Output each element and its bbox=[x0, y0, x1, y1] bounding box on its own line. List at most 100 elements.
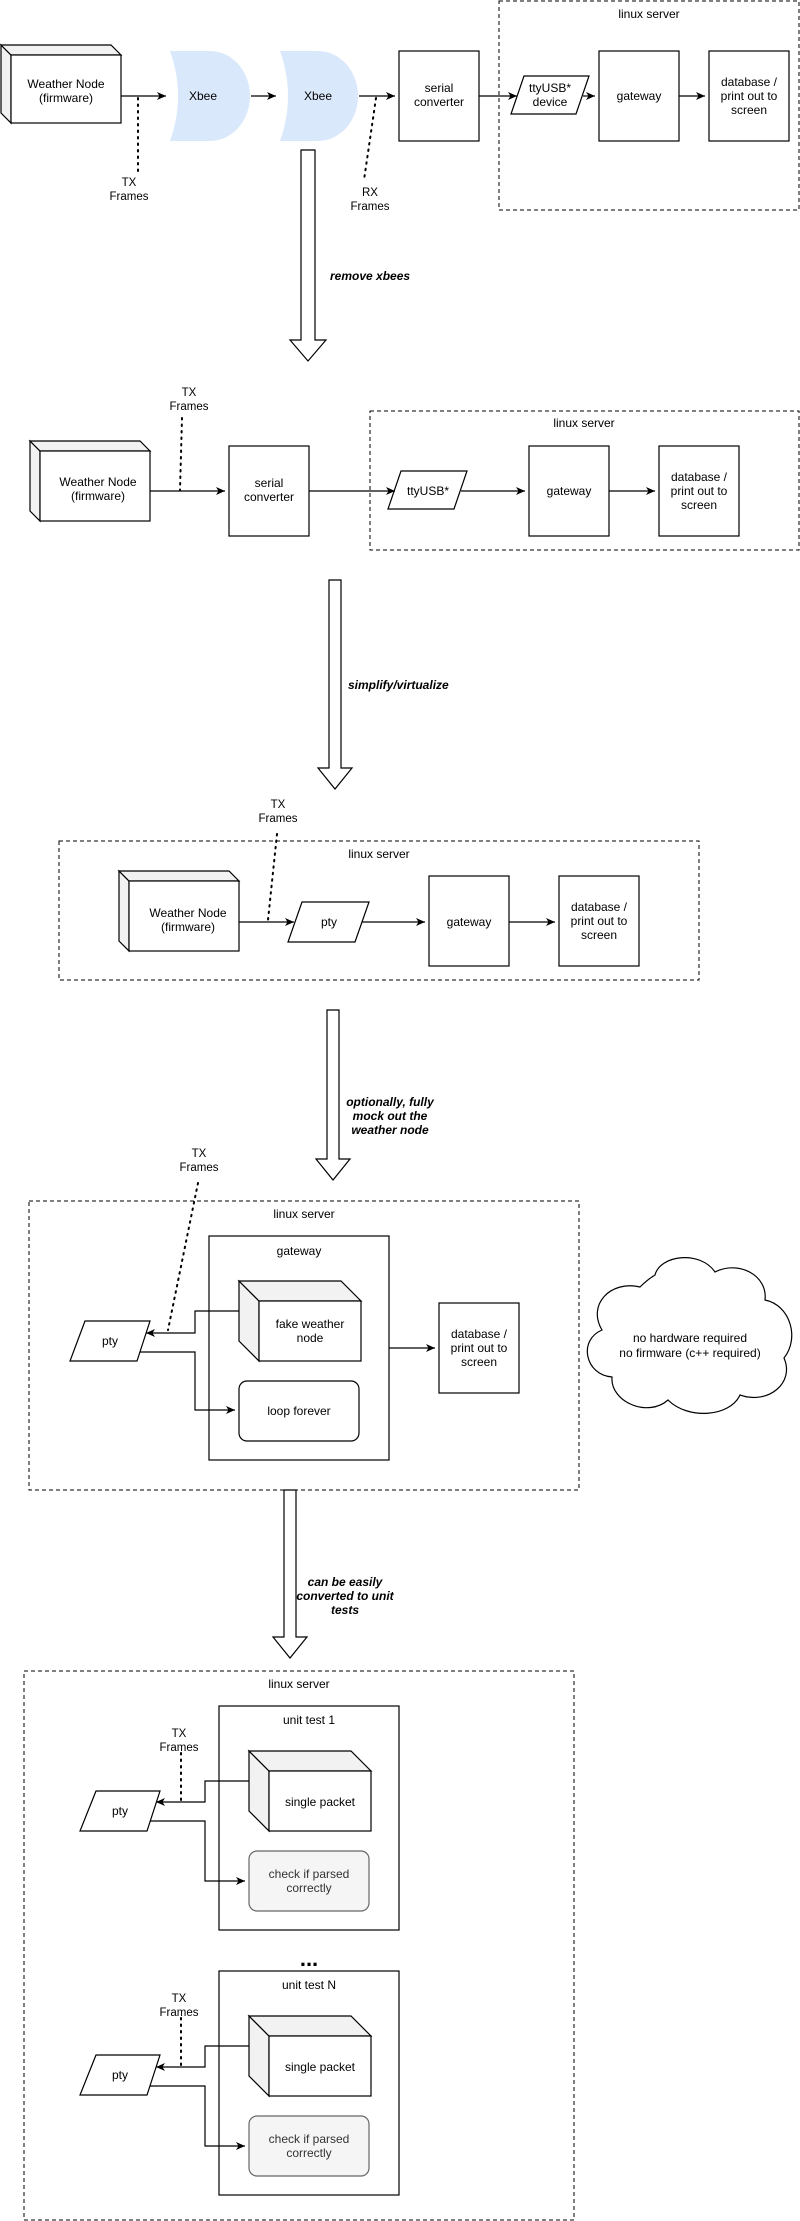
svg-text:Frames: Frames bbox=[170, 401, 209, 413]
stage-5: linux server unit test 1 single packet c… bbox=[23, 1670, 575, 2221]
svg-text:Weather Node: Weather Node bbox=[27, 77, 104, 91]
ttyusb-device: ttyUSB* bbox=[387, 470, 468, 510]
transition-2-label: simplify/virtualize bbox=[348, 678, 449, 692]
edge-pty-to-check-n bbox=[150, 2085, 245, 2150]
unit-test-n-label: unit test N bbox=[282, 1978, 336, 1992]
svg-text:screen: screen bbox=[681, 498, 717, 512]
database-box: database / print out to screen bbox=[558, 875, 640, 967]
edge-fake-to-pty bbox=[146, 1310, 239, 1337]
database-box: database / print out to screen bbox=[438, 1302, 520, 1394]
tx-dotted-leader bbox=[267, 833, 278, 921]
xbee-2: Xbee bbox=[280, 51, 358, 141]
tx-frames-label-n: TX bbox=[172, 1993, 187, 2005]
svg-text:Frames: Frames bbox=[160, 1742, 199, 1754]
svg-text:Xbee: Xbee bbox=[189, 89, 217, 103]
tx-dotted-leader bbox=[179, 417, 183, 491]
svg-text:Frames: Frames bbox=[259, 813, 298, 825]
rx-dotted-leader bbox=[363, 97, 377, 181]
gateway-box: gateway bbox=[428, 875, 510, 967]
linux-server-container bbox=[498, 0, 800, 211]
svg-text:gateway: gateway bbox=[547, 484, 592, 498]
svg-text:database /: database / bbox=[671, 470, 728, 484]
check-parsed-box: check if parsed correctly bbox=[248, 1850, 370, 1912]
svg-text:check if parsed: check if parsed bbox=[269, 1867, 350, 1881]
svg-text:print out to: print out to bbox=[451, 1341, 508, 1355]
rx-frames-label: RX bbox=[362, 187, 378, 199]
linux-server-label: linux server bbox=[618, 7, 679, 21]
transition-1-arrow: remove xbees bbox=[288, 149, 410, 362]
tx-frames-label: TX bbox=[192, 1148, 207, 1160]
svg-text:serial: serial bbox=[255, 476, 284, 490]
cloud-note: no hardware required no firmware (c++ re… bbox=[586, 1257, 793, 1414]
tx-frames-label: TX bbox=[271, 799, 286, 811]
single-packet-cube: single packet bbox=[247, 2014, 373, 2098]
database-box: database / print out to screen bbox=[658, 445, 740, 537]
tx-frames-label-1: TX bbox=[172, 1728, 187, 1740]
gateway-label: gateway bbox=[277, 1244, 322, 1258]
ellipsis: ... bbox=[300, 1946, 318, 1971]
svg-text:loop forever: loop forever bbox=[267, 1404, 330, 1418]
edge-pty-to-loop bbox=[140, 1351, 235, 1414]
svg-text:correctly: correctly bbox=[286, 2146, 331, 2160]
serial-converter-box: serial converter bbox=[228, 445, 310, 537]
tx-frames-label: TX bbox=[182, 387, 197, 399]
svg-text:converter: converter bbox=[414, 95, 464, 109]
svg-text:correctly: correctly bbox=[286, 1881, 331, 1895]
svg-text:pty: pty bbox=[112, 1804, 128, 1818]
svg-text:check if parsed: check if parsed bbox=[269, 2132, 350, 2146]
linux-server-label: linux server bbox=[268, 1677, 329, 1691]
svg-text:fake weather: fake weather bbox=[276, 1317, 345, 1331]
svg-text:gateway: gateway bbox=[447, 915, 492, 929]
gateway-box: gateway bbox=[528, 445, 610, 537]
transition-3-arrow: optionally, fully mock out the weather n… bbox=[314, 1009, 435, 1181]
database-box: database / print out to screen bbox=[708, 50, 790, 142]
transition-4-label: can be easily bbox=[308, 1575, 384, 1589]
svg-text:database /: database / bbox=[571, 900, 628, 914]
svg-text:print out to: print out to bbox=[721, 89, 778, 103]
svg-text:ttyUSB*: ttyUSB* bbox=[529, 81, 571, 95]
unit-test-1-label: unit test 1 bbox=[283, 1713, 335, 1727]
transition-4-arrow: can be easily converted to unit tests bbox=[271, 1489, 395, 1659]
svg-text:pty: pty bbox=[321, 915, 337, 929]
svg-text:converter: converter bbox=[244, 490, 294, 504]
svg-text:device: device bbox=[533, 95, 568, 109]
stage-2: linux server Weather Node (firmware) ser… bbox=[28, 387, 800, 551]
svg-text:screen: screen bbox=[461, 1355, 497, 1369]
svg-text:screen: screen bbox=[581, 928, 617, 942]
edge-packet-to-pty-1 bbox=[156, 1780, 249, 1806]
svg-text:ttyUSB*: ttyUSB* bbox=[407, 484, 449, 498]
svg-text:(firmware): (firmware) bbox=[161, 920, 215, 934]
unit-test-n: unit test N single packet check if parse… bbox=[218, 1970, 400, 2196]
svg-text:Frames: Frames bbox=[110, 191, 149, 203]
svg-text:pty: pty bbox=[112, 2068, 128, 2082]
stage-3: linux server Weather Node (firmware) pty… bbox=[58, 799, 700, 981]
svg-text:Frames: Frames bbox=[160, 2007, 199, 2019]
svg-text:serial: serial bbox=[425, 81, 454, 95]
linux-server-container bbox=[28, 1200, 580, 1491]
svg-text:Frames: Frames bbox=[351, 201, 390, 213]
svg-text:gateway: gateway bbox=[617, 89, 662, 103]
transition-2-arrow: simplify/virtualize bbox=[316, 579, 449, 790]
check-parsed-box: check if parsed correctly bbox=[248, 2115, 370, 2177]
svg-text:weather node: weather node bbox=[351, 1123, 429, 1137]
svg-text:node: node bbox=[297, 1331, 324, 1345]
xbee-1: Xbee bbox=[170, 51, 250, 141]
tx-frames-label: TX bbox=[122, 177, 137, 189]
linux-server-label: linux server bbox=[273, 1207, 334, 1221]
svg-text:Weather Node: Weather Node bbox=[149, 906, 226, 920]
linux-server-container bbox=[23, 1670, 575, 2221]
stage-1: linux server Weather Node (firmware) Xbe… bbox=[0, 0, 800, 213]
loop-forever-box: loop forever bbox=[238, 1380, 360, 1442]
pty-device-1: pty bbox=[79, 1790, 161, 1832]
ttyusb-device: ttyUSB* device bbox=[510, 75, 590, 115]
svg-text:pty: pty bbox=[102, 1334, 118, 1348]
weather-node-cube: Weather Node (firmware) bbox=[28, 439, 152, 523]
svg-text:database /: database / bbox=[451, 1327, 508, 1341]
pty-device: pty bbox=[287, 901, 370, 943]
transition-1-label: remove xbees bbox=[330, 269, 410, 283]
svg-text:screen: screen bbox=[731, 103, 767, 117]
svg-text:(firmware): (firmware) bbox=[39, 91, 93, 105]
svg-text:print out to: print out to bbox=[671, 484, 728, 498]
svg-text:single packet: single packet bbox=[285, 2060, 356, 2074]
tx-dotted-leader bbox=[167, 1182, 199, 1331]
